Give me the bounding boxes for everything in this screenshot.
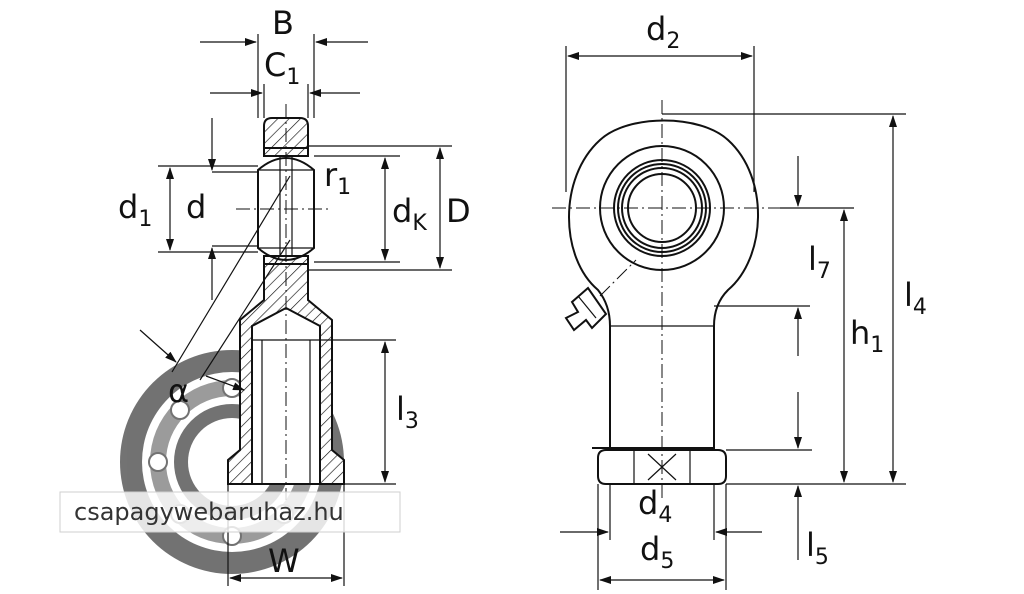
right-dimensions — [560, 46, 906, 590]
label-C1: C1 — [264, 46, 300, 90]
label-d5: d5 — [640, 530, 674, 574]
label-l7: l7 — [808, 240, 831, 284]
left-dimensions — [139, 34, 452, 586]
label-d: d — [186, 188, 206, 226]
left-section-view — [227, 104, 345, 500]
label-h1: h1 — [850, 314, 884, 358]
label-D: D — [446, 192, 471, 230]
label-W: W — [268, 542, 300, 580]
label-d1: d1 — [118, 188, 152, 232]
label-d4: d4 — [638, 484, 672, 528]
label-l5: l5 — [806, 526, 829, 570]
watermark-text: csapagywebaruhaz.hu — [74, 498, 344, 526]
label-l3: l3 — [396, 390, 419, 434]
grease-nipple-icon — [564, 286, 608, 332]
label-dK: dK — [392, 192, 427, 236]
label-B: B — [272, 4, 294, 42]
label-l4: l4 — [904, 276, 927, 320]
label-alpha: α — [168, 372, 189, 410]
dimension-labels: B C1 d1 d r1 dK D α l3 W d2 l7 h1 l4 d4 … — [118, 4, 927, 580]
right-front-view — [552, 100, 780, 500]
label-r1: r1 — [324, 156, 351, 200]
watermark: csapagywebaruhaz.hu — [59, 491, 401, 533]
label-d2: d2 — [646, 10, 680, 54]
